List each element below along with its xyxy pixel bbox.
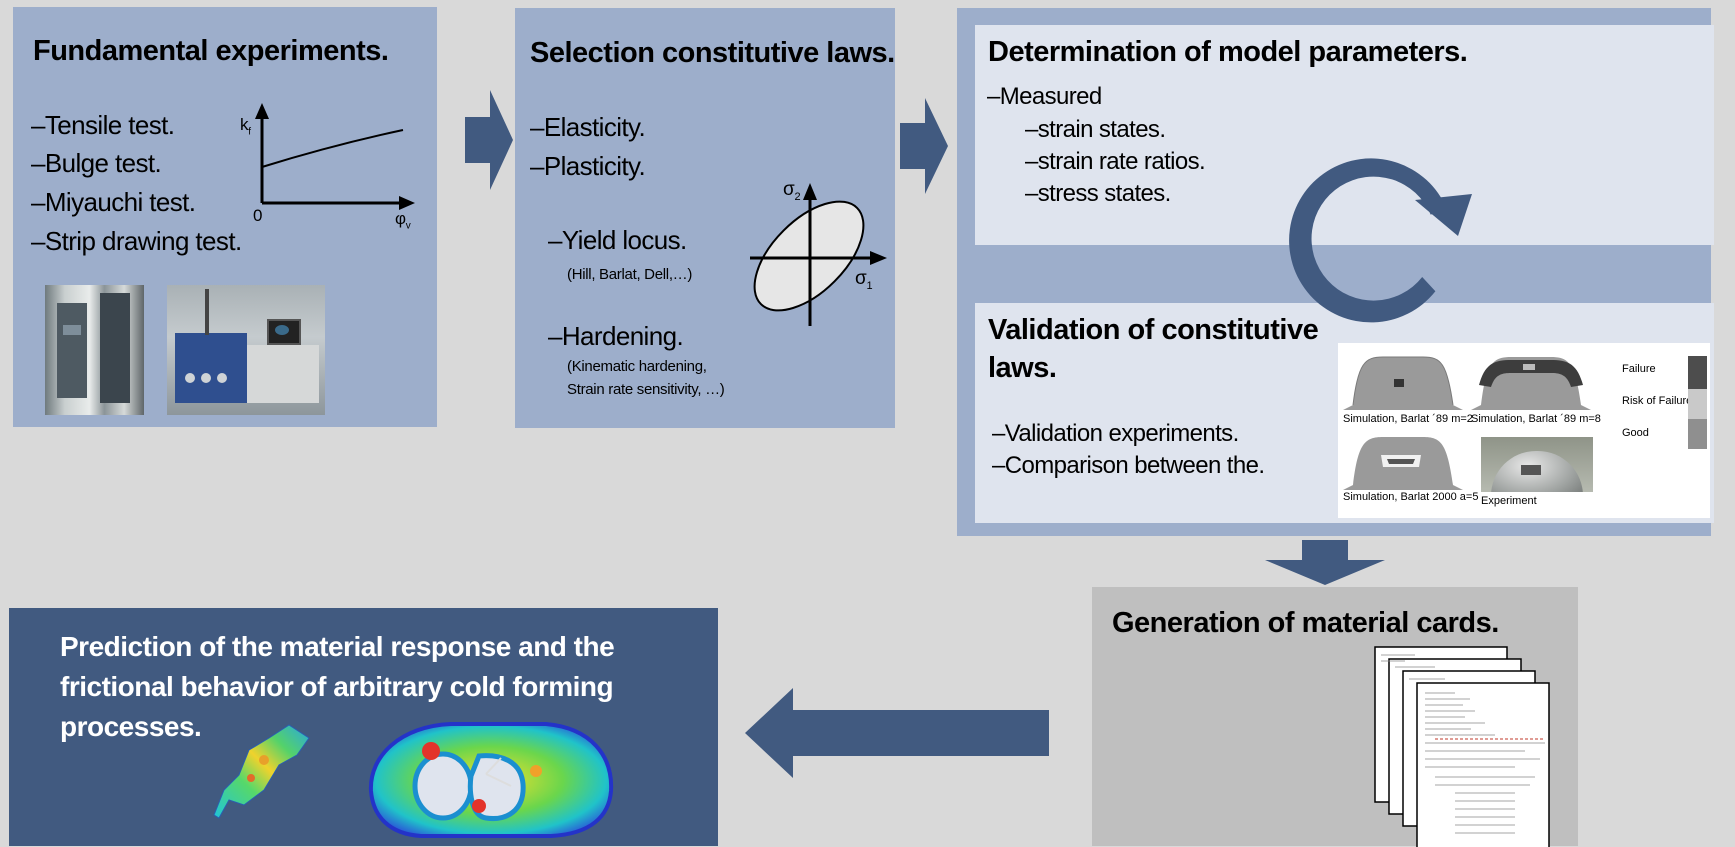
- simulation-image-2: [1471, 357, 1591, 410]
- simulation-caption-3: Simulation, Barlat 2000 a=5: [1343, 491, 1479, 503]
- flow-arrow-down: [1265, 540, 1385, 585]
- validation-title-line1: Validation of constitutive: [988, 314, 1319, 346]
- experiment-item-bulge: Bulge test.: [31, 148, 162, 179]
- experiment-photo: [1481, 437, 1593, 492]
- iteration-cycle-arrow: [1289, 158, 1472, 323]
- flow-arrow-1: [465, 90, 513, 190]
- law-item-elasticity: Elasticity.: [530, 112, 646, 143]
- material-cards-panel: Generation of material cards.: [1092, 587, 1578, 847]
- prediction-line-2: frictional behavior of arbitrary cold fo…: [60, 671, 614, 702]
- experiment-item-miyauchi: Miyauchi test.: [31, 187, 196, 218]
- model-parameters-title: Determination of model parameters.: [988, 36, 1468, 68]
- material-cards-title: Generation of material cards.: [1112, 607, 1499, 639]
- yield-locus-graph: [750, 183, 887, 326]
- simulation-image-3: [1343, 437, 1463, 490]
- prediction-panel: Prediction of the material response and …: [9, 608, 718, 846]
- tensile-machine-photo: [45, 285, 144, 415]
- sigma-1-label: σ1: [855, 268, 873, 292]
- graph-origin-label: 0: [253, 206, 263, 225]
- yield-locus-note: (Hill, Barlat, Dell,…): [567, 266, 693, 283]
- flow-arrow-2: [900, 98, 948, 194]
- constitutive-laws-panel: Selection constitutive laws. Elasticity.…: [515, 8, 895, 428]
- prediction-line-1: Prediction of the material response and …: [60, 631, 615, 662]
- validation-panel: Validation of constitutive laws. Validat…: [975, 303, 1714, 523]
- small-part-contour-image: [213, 724, 310, 819]
- measured-item-strain-rate-ratios: strain rate ratios.: [1025, 148, 1206, 176]
- simulation-comparison-figure: Simulation, Barlat ´89 m=2 Simulation, B…: [1338, 343, 1710, 518]
- experiment-item-tensile: Tensile test.: [31, 110, 175, 141]
- validation-title-line2: laws.: [988, 352, 1057, 384]
- flow-curve-graph: [255, 103, 415, 210]
- law-item-plasticity: Plasticity.: [530, 151, 646, 182]
- large-part-contour-image: [368, 722, 614, 838]
- hardening-note-2: Strain rate sensitivity, …): [567, 381, 725, 398]
- fundamental-experiments-panel: Fundamental experiments. Tensile test. B…: [13, 7, 437, 427]
- bulge-test-machine-photo: [167, 285, 325, 415]
- hardening-item: Hardening.: [548, 321, 684, 352]
- prediction-line-3: processes.: [60, 711, 202, 742]
- legend-label-risk: Risk of Failure: [1622, 395, 1693, 407]
- measured-label: Measured: [987, 83, 1103, 111]
- hardening-note-1: (Kinematic hardening,: [567, 358, 707, 375]
- material-cards-documents: [1374, 646, 1550, 847]
- graph-y-label: kf: [240, 115, 251, 138]
- legend-swatch-risk: [1688, 389, 1707, 419]
- validation-item-experiments: Validation experiments.: [992, 420, 1239, 448]
- legend-swatch-good: [1688, 419, 1707, 449]
- simulation-caption-2: Simulation, Barlat ´89 m=8: [1471, 413, 1601, 425]
- constitutive-laws-title: Selection constitutive laws.: [530, 37, 895, 69]
- simulation-image-1: [1343, 356, 1463, 410]
- measured-item-strain-states: strain states.: [1025, 116, 1166, 144]
- legend-label-failure: Failure: [1622, 363, 1656, 375]
- experiment-item-strip-drawing: Strip drawing test.: [31, 226, 242, 257]
- fundamental-experiments-title: Fundamental experiments.: [33, 35, 389, 67]
- simulation-caption-1: Simulation, Barlat ´89 m=2: [1343, 413, 1473, 425]
- yield-locus-item: Yield locus.: [548, 225, 687, 256]
- model-parameters-panel: Determination of model parameters. Measu…: [975, 25, 1714, 245]
- legend-swatch-failure: [1688, 356, 1707, 389]
- validation-item-comparison: Comparison between the.: [992, 452, 1265, 480]
- sigma-2-label: σ2: [783, 179, 801, 203]
- experiment-caption: Experiment: [1481, 495, 1537, 507]
- legend-label-good: Good: [1622, 427, 1649, 439]
- graph-x-label: φv: [395, 209, 411, 232]
- measured-item-stress-states: stress states.: [1025, 180, 1172, 208]
- flow-arrow-left: [745, 688, 1049, 778]
